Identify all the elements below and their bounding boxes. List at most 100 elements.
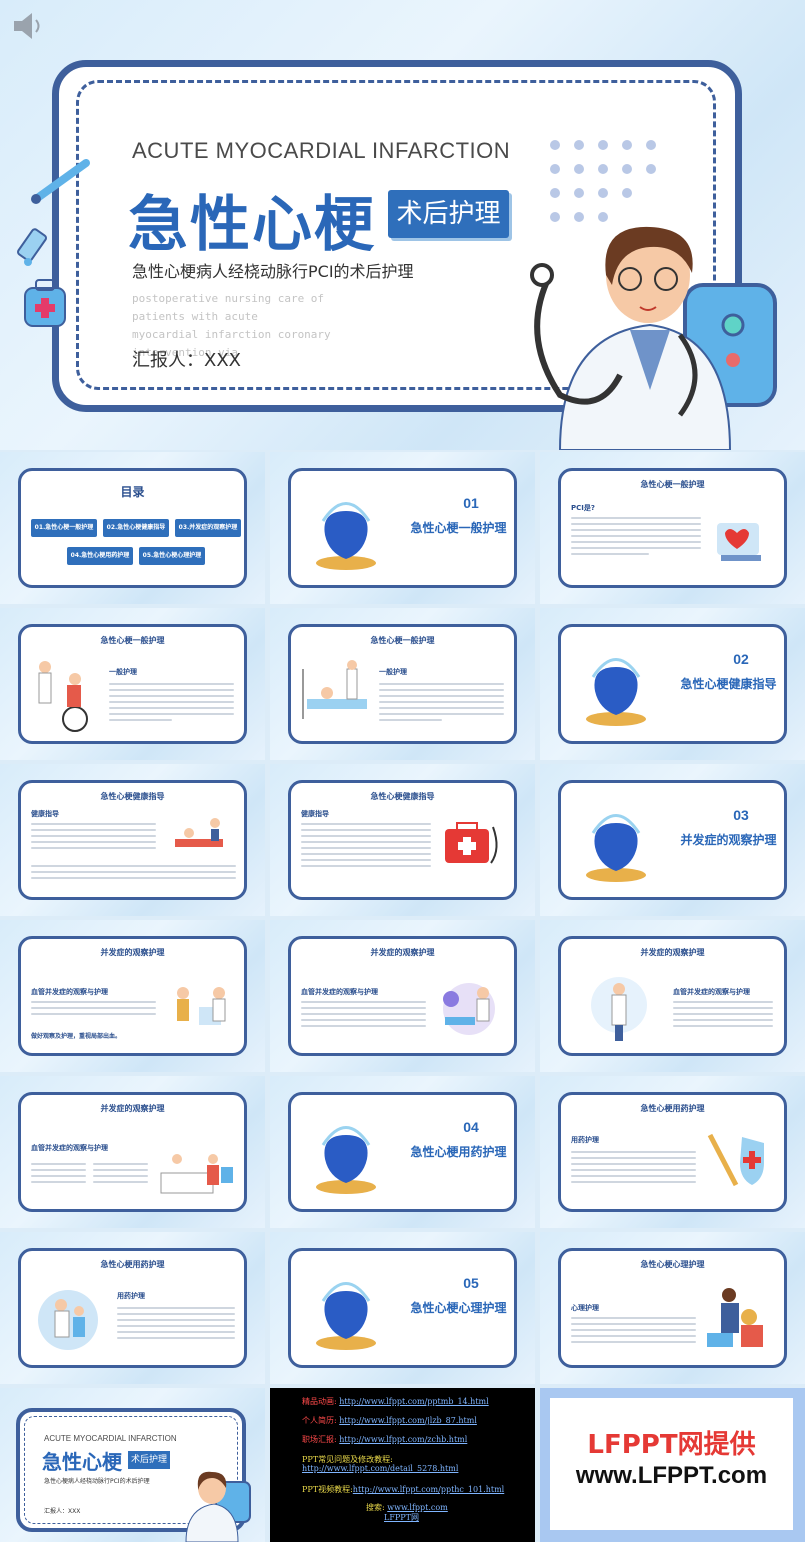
slide-subheading: PCI是? <box>571 504 595 512</box>
heart-illustration <box>586 658 646 726</box>
slide-mini-cover[interactable]: ACUTE MYOCARDIAL INFARCTION 急性心梗 术后护理 急性… <box>0 1388 265 1542</box>
link-row-1: 精品动画: http://www.lfppt.com/pptmb_14.html <box>302 1397 489 1406</box>
slide-subheading: 血管并发症的观察与护理 <box>301 988 378 996</box>
slide-health-a[interactable]: 急性心梗健康指导 健康指导 <box>0 764 265 916</box>
slide-comp-c[interactable]: 并发症的观察护理 血管并发症的观察与护理 <box>540 920 805 1072</box>
slide-section-4[interactable]: 04 急性心梗用药护理 <box>270 1076 535 1228</box>
slide-subheading: 一般护理 <box>109 668 137 676</box>
slide-comp-a[interactable]: 并发症的观察护理 血管并发症的观察与护理 做好观察及护理，重视局部出血。 <box>0 920 265 1072</box>
slide-header: 急性心梗用药护理 <box>100 1260 165 1269</box>
link-report[interactable]: http://www.lfppt.com/zchb.html <box>339 1435 468 1444</box>
text-lines <box>31 1163 86 1187</box>
brand-line-2[interactable]: www.LFPPT.com <box>575 1462 768 1489</box>
doctor-patient-illustration <box>707 1288 763 1347</box>
text-lines <box>301 823 431 871</box>
text-lines <box>31 823 156 853</box>
toc-item-4[interactable]: 04.急性心梗用药护理 <box>67 547 133 565</box>
slide-general-b[interactable]: 急性心梗一般护理 一般护理 <box>270 608 535 760</box>
link-row-3: 职场汇报: http://www.lfppt.com/zchb.html <box>302 1435 468 1444</box>
link-animation[interactable]: http://www.lfppt.com/pptmb_14.html <box>339 1397 489 1406</box>
toc-item-5[interactable]: 05.急性心梗心理护理 <box>139 547 205 565</box>
links-panel: 精品动画: http://www.lfppt.com/pptmb_14.html… <box>270 1388 535 1542</box>
slide-toc[interactable]: 目录 01.急性心梗一般护理 02.急性心梗健康指导 03.并发症的观察护理 0… <box>0 452 265 604</box>
slide-section-2[interactable]: 02 急性心梗健康指导 <box>540 608 805 760</box>
slide-subheading: 健康指导 <box>31 810 59 818</box>
slide-header: 急性心梗用药护理 <box>640 1104 705 1113</box>
speaker-icon[interactable] <box>10 10 46 42</box>
section-title: 急性心梗心理护理 <box>410 1301 507 1315</box>
slide-header: 急性心梗心理护理 <box>640 1260 705 1269</box>
text-lines-2 <box>93 1163 148 1187</box>
toc-item-2[interactable]: 02.急性心梗健康指导 <box>103 519 169 537</box>
link-video[interactable]: http://www.lfppt.com/ppthc_101.html <box>352 1485 505 1494</box>
slide-section-1[interactable]: 01 急性心梗一般护理 <box>270 452 535 604</box>
slide-psy[interactable]: 急性心梗心理护理 心理护理 <box>540 1232 805 1384</box>
slide-med-a[interactable]: 急性心梗用药护理 用药护理 <box>540 1076 805 1228</box>
cover-subtitle: 急性心梗病人经桡动脉行PCI的术后护理 <box>132 262 414 281</box>
section-title: 急性心梗健康指导 <box>680 677 777 691</box>
cover-reporter: 汇报人：XXX <box>132 350 241 371</box>
section-title: 急性心梗一般护理 <box>410 521 507 535</box>
mini-cover-dashed <box>24 1416 238 1524</box>
doctor-desk-illustration <box>160 1154 233 1194</box>
cover-title: 急性心梗 <box>128 190 376 260</box>
slide-subheading: 用药护理 <box>571 1136 599 1144</box>
slide-header: 并发症的观察护理 <box>100 1104 165 1113</box>
text-lines <box>117 1307 235 1343</box>
text-lines <box>301 1001 426 1031</box>
slide-note: 做好观察及护理，重视局部出血。 <box>31 1033 122 1040</box>
mini-doctor-illustration <box>185 1471 251 1542</box>
text-lines <box>109 683 234 725</box>
link-row-6: 搜索: www.lfppt.com <box>366 1503 448 1512</box>
heart-illustration <box>316 1126 376 1194</box>
cover-dashed-border <box>76 80 716 390</box>
slide-section-5[interactable]: 05 急性心梗心理护理 <box>270 1232 535 1384</box>
slide-header: 并发症的观察护理 <box>640 948 705 957</box>
brand-panel: LFPPT网提供 www.LFPPT.com <box>540 1388 805 1542</box>
link-site-name[interactable]: LFPPT网 <box>384 1513 419 1522</box>
hospital-bed-illustration <box>302 660 367 719</box>
slide-header: 急性心梗健康指导 <box>100 792 165 801</box>
slide-header: 急性心梗一般护理 <box>640 480 705 489</box>
section-title: 并发症的观察护理 <box>680 833 777 847</box>
section-number: 04 <box>463 1119 479 1135</box>
toc-title: 目录 <box>120 485 145 499</box>
link-resume[interactable]: http://www.lfppt.com/jlzb_87.html <box>339 1416 477 1425</box>
heart-illustration <box>316 502 376 570</box>
dot-pattern <box>548 138 668 238</box>
link-row-5: PPT视频教程:http://www.lfppt.com/ppthc_101.h… <box>302 1485 505 1494</box>
slide-general-a[interactable]: 急性心梗一般护理 一般护理 <box>0 608 265 760</box>
doctor-heart-illustration <box>717 523 761 561</box>
section-number: 01 <box>463 495 479 511</box>
nurse-wheelchair-illustration <box>38 661 88 732</box>
medical-team-illustration <box>443 983 495 1035</box>
toc-item-1[interactable]: 01.急性心梗一般护理 <box>31 519 97 537</box>
slide-subheading: 心理护理 <box>571 1304 599 1312</box>
shield-cross-icon <box>707 1133 764 1187</box>
first-aid-kit-icon <box>22 276 68 332</box>
pharmacist-illustration <box>38 1290 98 1350</box>
slide-general-pci[interactable]: 急性心梗一般护理 PCI是? <box>540 452 805 604</box>
link-row-4: PPT常见问题及修改教程: <box>302 1455 393 1464</box>
slide-section-3[interactable]: 03 并发症的观察护理 <box>540 764 805 916</box>
slide-subheading: 一般护理 <box>379 668 407 676</box>
slide-subheading: 健康指导 <box>301 810 329 818</box>
slide-comp-d[interactable]: 并发症的观察护理 血管并发症的观察与护理 <box>0 1076 265 1228</box>
slide-med-b[interactable]: 急性心梗用药护理 用药护理 <box>0 1232 265 1384</box>
slide-subheading: 用药护理 <box>117 1292 145 1300</box>
slide-health-b[interactable]: 急性心梗健康指导 健康指导 <box>270 764 535 916</box>
slide-header: 急性心梗健康指导 <box>370 792 435 801</box>
cover-slide: ACUTE MYOCARDIAL INFARCTION 急性心梗 术后护理 急性… <box>0 0 805 450</box>
link-faq[interactable]: http://www.lfppt.com/detail_5278.html <box>302 1464 459 1473</box>
slide-header: 并发症的观察护理 <box>100 948 165 957</box>
syringe-icon <box>16 222 56 272</box>
slide-subheading: 血管并发症的观察与护理 <box>673 988 750 996</box>
text-lines <box>379 683 504 725</box>
thermometer-icon <box>26 155 96 205</box>
link-search[interactable]: www.lfppt.com <box>387 1503 448 1512</box>
slide-header: 急性心梗一般护理 <box>370 636 435 645</box>
slide-header: 急性心梗一般护理 <box>100 636 165 645</box>
slide-comp-b[interactable]: 并发症的观察护理 血管并发症的观察与护理 <box>270 920 535 1072</box>
brand-line-1: LFPPT网提供 <box>587 1430 756 1460</box>
toc-item-3[interactable]: 03.并发症的观察护理 <box>175 519 241 537</box>
